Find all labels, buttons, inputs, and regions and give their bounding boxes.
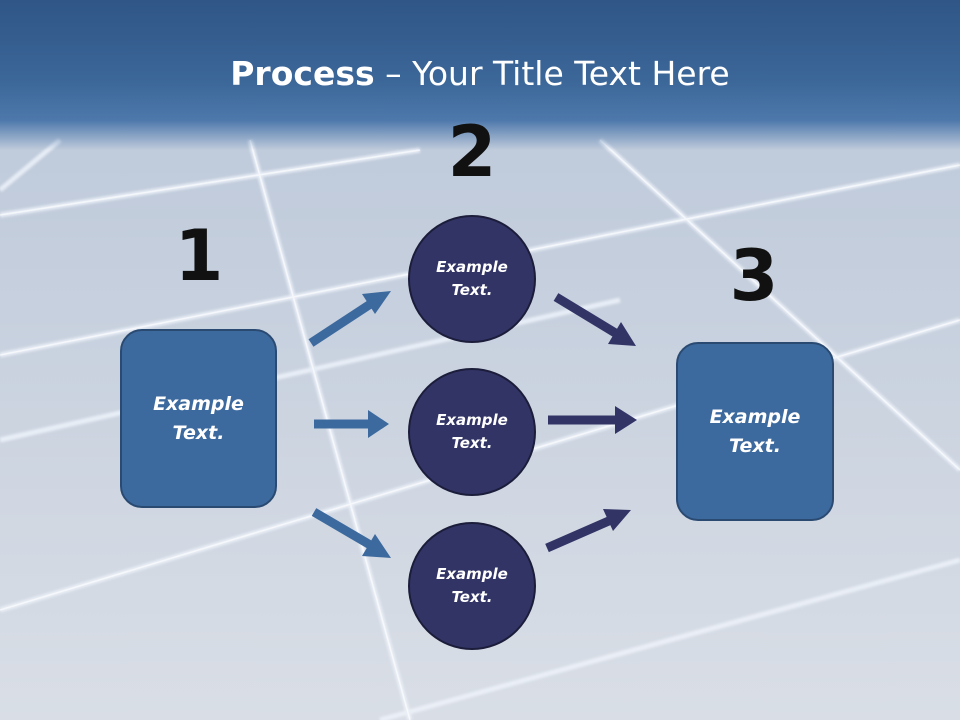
step1-box[interactable]: Example Text. bbox=[120, 329, 277, 508]
arrow-from-top-circle bbox=[553, 293, 636, 346]
step2-circle-bottom-text: Example Text. bbox=[436, 565, 508, 606]
step2-circle-top-text: Example Text. bbox=[436, 258, 508, 299]
step2-circle-middle-text: Example Text. bbox=[436, 411, 508, 452]
step2-circle-bottom[interactable]: Example Text. bbox=[408, 522, 536, 650]
header-band bbox=[0, 0, 960, 150]
slide-title: Process – Your Title Text Here bbox=[0, 52, 960, 96]
step3-box[interactable]: Example Text. bbox=[676, 342, 834, 521]
step3-box-text: Example Text. bbox=[709, 405, 801, 457]
title-rest: – Your Title Text Here bbox=[374, 54, 730, 93]
step1-box-text: Example Text. bbox=[153, 392, 244, 444]
step-number-3: 3 bbox=[729, 235, 779, 317]
step2-circle-middle[interactable]: Example Text. bbox=[408, 368, 536, 496]
arrow-to-middle-circle bbox=[314, 410, 389, 438]
arrow-to-bottom-circle bbox=[311, 508, 391, 558]
arrow-from-middle-circle bbox=[548, 406, 637, 434]
step-number-1: 1 bbox=[174, 215, 224, 297]
step2-circle-top[interactable]: Example Text. bbox=[408, 215, 536, 343]
arrow-to-top-circle bbox=[308, 291, 391, 347]
title-bold: Process bbox=[230, 54, 375, 93]
step-number-2: 2 bbox=[447, 111, 497, 193]
arrow-from-bottom-circle bbox=[545, 509, 631, 553]
